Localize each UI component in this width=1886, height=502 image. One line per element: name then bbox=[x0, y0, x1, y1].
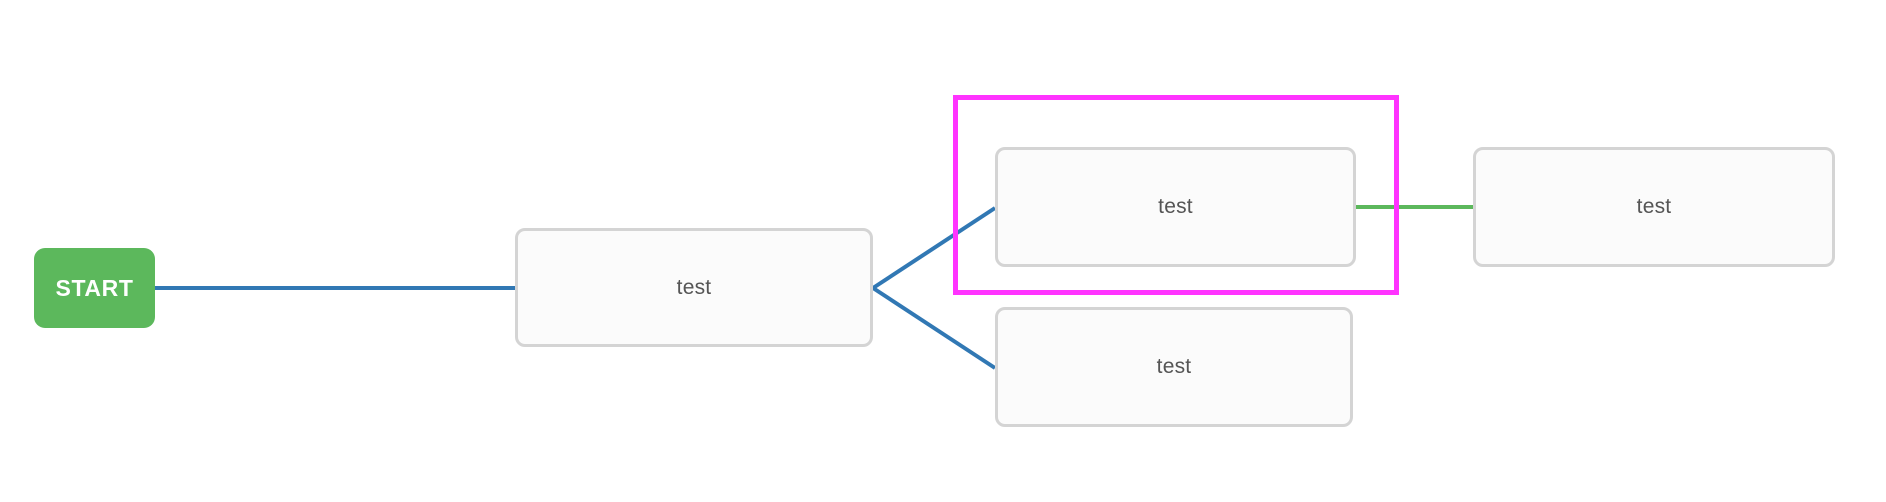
node-task-3-label: test bbox=[1156, 355, 1192, 378]
edge-task-1-to-task-2 bbox=[871, 206, 997, 290]
node-task-4-label: test bbox=[1636, 195, 1672, 218]
node-task-1[interactable]: test bbox=[515, 228, 873, 347]
node-start-label: START bbox=[55, 274, 134, 301]
node-task-1-label: test bbox=[676, 275, 712, 299]
node-task-2-label: test bbox=[1158, 195, 1193, 218]
node-start[interactable]: START bbox=[34, 248, 155, 328]
edge-task-1-to-task-3 bbox=[871, 286, 997, 370]
node-task-3[interactable]: test bbox=[995, 307, 1353, 427]
node-task-2[interactable]: test bbox=[995, 147, 1356, 267]
node-task-4[interactable]: test bbox=[1473, 147, 1835, 267]
